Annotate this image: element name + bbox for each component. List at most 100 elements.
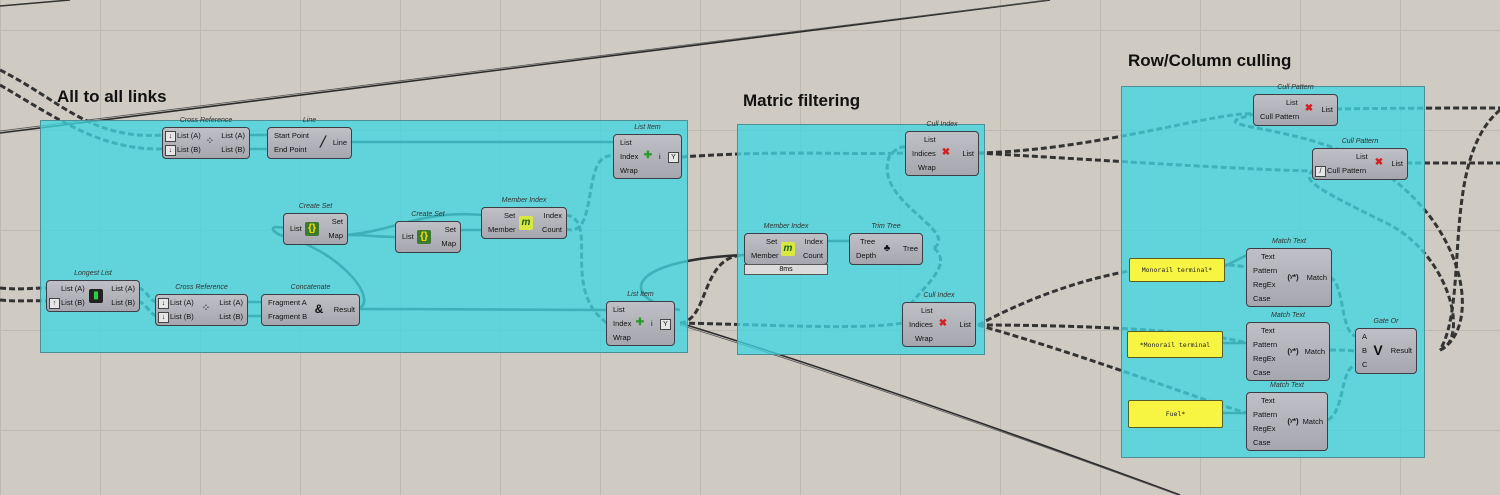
match-text-component[interactable]: Match Text Text Pattern RegEx Case (ʸ*) … [1246, 312, 1330, 381]
output-line[interactable]: Line [332, 138, 347, 147]
text-panel[interactable]: Monorail terminal* [1129, 258, 1225, 282]
input-wrap[interactable]: Wrap [915, 334, 933, 343]
member-index-component[interactable]: Member Index Set Member m Index Count [481, 197, 567, 239]
output-list-b[interactable]: List (B) [221, 145, 245, 154]
input-depth[interactable]: Depth [856, 251, 877, 260]
input-list-a[interactable]: List (A) [170, 298, 194, 307]
output-list[interactable]: List [959, 320, 971, 329]
input-wrap[interactable]: Wrap [918, 163, 936, 172]
cull-pattern-component[interactable]: Cull Pattern / List Cull Pattern ✖ List [1312, 138, 1408, 180]
input-regex[interactable]: RegEx [1253, 354, 1276, 363]
input-set[interactable]: Set [766, 237, 778, 246]
input-list-b[interactable]: List (B) [61, 298, 85, 307]
output-index[interactable]: Index [804, 237, 823, 246]
input-list[interactable]: List [1356, 152, 1368, 161]
output-list[interactable]: List [962, 149, 974, 158]
input-wrap[interactable]: Wrap [613, 333, 631, 342]
match-text-component[interactable]: Match Text Text Pattern RegEx Case (ʸ*) … [1246, 238, 1332, 307]
longest-list-icon: ▮ [89, 289, 103, 303]
input-start-point[interactable]: Start Point [274, 131, 310, 140]
output-set[interactable]: Set [331, 217, 343, 226]
input-a[interactable]: A [1362, 332, 1368, 341]
cross-reference-component[interactable]: Cross Reference ↓ ↓ List (A) List (B) ⁘ … [155, 284, 248, 326]
input-list[interactable]: List [620, 138, 632, 147]
input-fragment-a[interactable]: Fragment A [268, 298, 307, 307]
input-indices[interactable]: Indices [912, 149, 936, 158]
cull-index-component[interactable]: Cull Index List Indices Wrap ✖ List [902, 292, 976, 347]
input-cull-pattern[interactable]: Cull Pattern [1260, 112, 1300, 121]
input-indices[interactable]: Indices [909, 320, 933, 329]
input-member[interactable]: Member [751, 251, 779, 260]
input-text[interactable]: Text [1261, 326, 1275, 335]
input-set[interactable]: Set [504, 211, 516, 220]
input-list-b[interactable]: List (B) [177, 145, 201, 154]
group-all-to-all-links[interactable] [40, 120, 688, 353]
input-list[interactable]: List [290, 224, 302, 233]
input-list[interactable]: List [1286, 98, 1298, 107]
output-list-b[interactable]: List (B) [219, 312, 243, 321]
gate-or-component[interactable]: Gate Or A B C V Result [1355, 318, 1417, 374]
output-list[interactable]: List [1391, 159, 1403, 168]
output-match[interactable]: Match [1302, 417, 1323, 426]
output-result[interactable]: Result [333, 305, 355, 314]
create-set-component[interactable]: Create Set List {} Set Map [395, 211, 461, 253]
text-panel[interactable]: *Monorail terminal [1127, 331, 1223, 358]
input-case[interactable]: Case [1253, 294, 1271, 303]
input-tree[interactable]: Tree [860, 237, 876, 246]
input-c[interactable]: C [1362, 360, 1368, 369]
input-case[interactable]: Case [1253, 368, 1271, 377]
longest-list-component[interactable]: Longest List ↑ List (A) List (B) ▮ List … [46, 270, 140, 312]
input-index[interactable]: Index [620, 152, 639, 161]
output-tree[interactable]: Tree [902, 244, 918, 253]
input-pattern[interactable]: Pattern [1253, 340, 1278, 349]
input-pattern[interactable]: Pattern [1253, 266, 1278, 275]
output-match[interactable]: Match [1304, 347, 1325, 356]
input-list[interactable]: List [402, 232, 414, 241]
input-b[interactable]: B [1362, 346, 1368, 355]
match-text-component[interactable]: Match Text Text Pattern RegEx Case (ʸ*) … [1246, 382, 1328, 451]
output-match[interactable]: Match [1306, 273, 1327, 282]
list-item-component[interactable]: List Item List Index Wrap ✚ i Y [613, 124, 682, 179]
concatenate-component[interactable]: Concatenate Fragment A Fragment B & Resu… [261, 284, 360, 326]
create-set-component[interactable]: Create Set List {} Set Map [283, 203, 348, 245]
input-list-a[interactable]: List (A) [61, 284, 85, 293]
input-fragment-b[interactable]: Fragment B [268, 312, 308, 321]
input-case[interactable]: Case [1253, 438, 1271, 447]
line-component[interactable]: Line Start Point End Point ╱ Line [267, 117, 352, 159]
output-list-b[interactable]: List (B) [111, 298, 135, 307]
output-map[interactable]: Map [328, 231, 343, 240]
output-count[interactable]: Count [541, 225, 562, 234]
input-list[interactable]: List [924, 135, 936, 144]
input-list[interactable]: List [613, 305, 625, 314]
output-list-a[interactable]: List (A) [219, 298, 243, 307]
input-end-point[interactable]: End Point [274, 145, 307, 154]
cross-reference-component[interactable]: Cross Reference ↓ ↓ List (A) List (B) ⁘ … [162, 117, 250, 159]
cull-index-component[interactable]: Cull Index List Indices Wrap ✖ List [905, 121, 979, 176]
output-index[interactable]: Index [543, 211, 562, 220]
input-list[interactable]: List [921, 306, 933, 315]
output-list[interactable]: List [1321, 105, 1333, 114]
text-panel[interactable]: Fuel* [1128, 400, 1223, 428]
input-cull-pattern[interactable]: Cull Pattern [1327, 166, 1367, 175]
cull-pattern-component[interactable]: Cull Pattern List Cull Pattern ✖ List [1253, 84, 1338, 126]
output-list-a[interactable]: List (A) [111, 284, 135, 293]
input-member[interactable]: Member [488, 225, 516, 234]
output-map[interactable]: Map [441, 239, 456, 248]
input-text[interactable]: Text [1261, 252, 1275, 261]
input-regex[interactable]: RegEx [1253, 424, 1276, 433]
input-pattern[interactable]: Pattern [1253, 410, 1278, 419]
output-count[interactable]: Count [802, 251, 823, 260]
input-index[interactable]: Index [613, 319, 632, 328]
list-item-component[interactable]: List Item List Index Wrap ✚ i Y [606, 291, 675, 346]
input-list-a[interactable]: List (A) [177, 131, 201, 140]
output-result[interactable]: Result [1390, 346, 1412, 355]
trim-tree-component[interactable]: Trim Tree Tree Depth ♣ Tree [849, 223, 923, 265]
member-index-component[interactable]: Member Index Set Member m Index Count [744, 223, 828, 265]
input-regex[interactable]: RegEx [1253, 280, 1276, 289]
input-wrap[interactable]: Wrap [620, 166, 638, 175]
output-list-a[interactable]: List (A) [221, 131, 245, 140]
component-title: Line [302, 117, 317, 124]
output-set[interactable]: Set [444, 225, 456, 234]
input-list-b[interactable]: List (B) [170, 312, 194, 321]
input-text[interactable]: Text [1261, 396, 1275, 405]
